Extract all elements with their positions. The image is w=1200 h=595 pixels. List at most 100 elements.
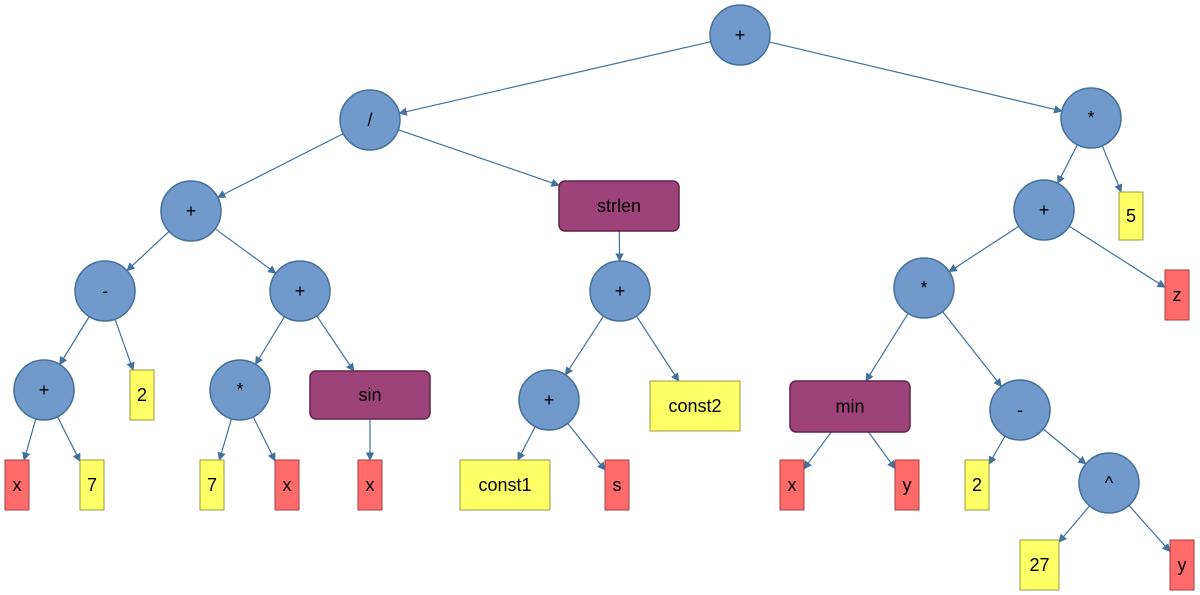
- edge-n19-n29: [868, 431, 896, 470]
- operator-node-n17: +: [518, 369, 580, 431]
- operator-node-n2: /: [339, 89, 401, 151]
- variable-shape: [274, 459, 300, 511]
- edge-n6-n12: [1068, 225, 1166, 288]
- node-label: /: [367, 110, 372, 130]
- variable-node-n24: x: [274, 459, 300, 511]
- edge-n10-n18: [635, 315, 680, 382]
- constant-node-n26: const1: [459, 459, 551, 511]
- edge-n8-n14: [114, 319, 135, 371]
- operator-shape: [518, 369, 580, 431]
- variable-shape: [1169, 539, 1195, 591]
- operator-node-n15: *: [209, 359, 271, 421]
- node-label: 27: [1029, 555, 1049, 575]
- operator-node-n1: +: [709, 4, 771, 66]
- variable-shape: [1164, 269, 1190, 321]
- operator-node-n6: +: [1013, 179, 1075, 241]
- edge-n2-n4: [216, 133, 344, 198]
- constant-node-n18: const2: [649, 380, 741, 432]
- edge-n4-n9: [214, 228, 277, 274]
- operator-node-n9: +: [269, 260, 331, 322]
- operator-shape: [209, 359, 271, 421]
- node-label: s: [613, 475, 622, 495]
- node-label: 7: [207, 475, 217, 495]
- nodes-layer: + / * + strlen +5 - + + * z +2 * sin + const2 min - x 7 7 x x c…: [4, 4, 1195, 591]
- constant-node-n22: 7: [79, 459, 105, 511]
- constant-shape: [459, 459, 551, 511]
- node-label: 2: [972, 475, 982, 495]
- node-label: +: [39, 380, 50, 400]
- node-label: 2: [137, 385, 147, 405]
- edge-n9-n16: [316, 315, 355, 372]
- node-label: z: [1173, 285, 1182, 305]
- edge-n2-n5: [398, 129, 560, 187]
- variable-shape: [894, 459, 920, 511]
- operator-shape: [893, 257, 955, 319]
- edge-n17-n27: [567, 423, 606, 471]
- constant-shape: [79, 459, 105, 511]
- node-label: const2: [668, 396, 721, 416]
- variable-node-n25: x: [357, 459, 383, 511]
- operator-shape: [1013, 179, 1075, 241]
- node-label: y: [903, 475, 912, 495]
- function-shape: [309, 370, 431, 420]
- node-label: *: [1087, 108, 1094, 128]
- variable-node-n33: y: [1169, 539, 1195, 591]
- node-label: 7: [87, 475, 97, 495]
- node-label: y: [1178, 555, 1187, 575]
- operator-node-n10: +: [589, 260, 651, 322]
- operator-shape: [13, 359, 75, 421]
- node-label: const1: [478, 475, 531, 495]
- operator-node-n4: +: [160, 180, 222, 242]
- variable-shape: [4, 459, 30, 511]
- function-node-n5: strlen: [558, 180, 680, 232]
- variable-shape: [604, 459, 630, 511]
- edge-n13-n21: [22, 418, 37, 461]
- node-label: -: [1017, 400, 1023, 420]
- node-label: 5: [1126, 206, 1136, 226]
- edge-n1-n2: [398, 41, 711, 116]
- operator-shape: [160, 180, 222, 242]
- edge-n8-n13: [59, 316, 90, 366]
- node-label: +: [544, 390, 555, 410]
- variable-node-n28: x: [779, 459, 805, 511]
- edge-n9-n15: [254, 316, 286, 366]
- edge-n31-n33: [1128, 505, 1171, 553]
- constant-shape: [129, 369, 155, 421]
- operator-node-n3: *: [1060, 87, 1122, 149]
- edge-n11-n20: [942, 311, 1002, 388]
- edge-n1-n3: [769, 41, 1063, 114]
- edge-n10-n17: [564, 315, 605, 376]
- variable-shape: [779, 459, 805, 511]
- operator-node-n11: *: [893, 257, 955, 319]
- variable-node-n12: z: [1164, 269, 1190, 321]
- operator-node-n13: +: [13, 359, 75, 421]
- node-label: sin: [358, 385, 381, 405]
- node-label: strlen: [597, 196, 641, 216]
- constant-node-n14: 2: [129, 369, 155, 421]
- edge-n3-n6: [1057, 144, 1078, 185]
- constant-node-n23: 7: [199, 459, 225, 511]
- edge-n11-n19: [865, 313, 909, 382]
- constant-shape: [1019, 539, 1060, 591]
- operator-shape: [1060, 87, 1122, 149]
- node-label: x: [283, 475, 292, 495]
- node-label: +: [1039, 200, 1050, 220]
- edge-n19-n28: [803, 431, 832, 470]
- variable-shape: [357, 459, 383, 511]
- edge-n13-n22: [56, 416, 81, 463]
- node-label: *: [920, 278, 927, 298]
- edge-n31-n32: [1058, 505, 1091, 543]
- operator-shape: [989, 379, 1051, 441]
- variable-node-n21: x: [4, 459, 30, 511]
- function-node-n19: min: [789, 380, 911, 433]
- variable-node-n29: y: [894, 459, 920, 511]
- constant-node-n30: 2: [964, 459, 990, 511]
- node-label: x: [366, 475, 375, 495]
- node-label: +: [186, 201, 197, 221]
- node-label: min: [835, 397, 864, 417]
- node-label: x: [13, 475, 22, 495]
- node-label: -: [102, 281, 108, 301]
- edge-n15-n23: [217, 418, 233, 461]
